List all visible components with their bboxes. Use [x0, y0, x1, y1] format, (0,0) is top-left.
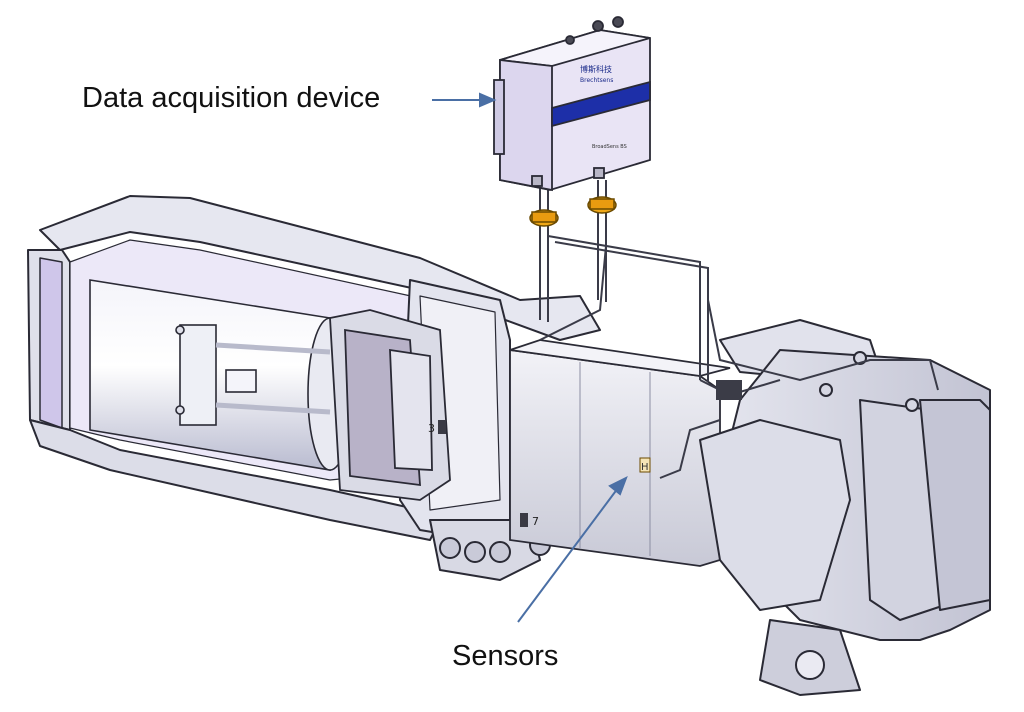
device-logo-cn: 博斯科技 — [580, 64, 612, 74]
device-model: BroadSens BS — [592, 144, 627, 150]
right-housing — [699, 319, 991, 696]
sensor-marker-3 — [438, 420, 446, 434]
sensor-label-7: 7 — [532, 515, 539, 528]
device-label: Data acquisition device — [82, 82, 381, 114]
data-acquisition-device — [493, 16, 651, 192]
junction-box — [716, 380, 742, 400]
device-stripe — [551, 80, 651, 128]
sensor-label-h: H — [641, 462, 649, 473]
sensors-arrow-head — [608, 475, 628, 496]
cable-clamps — [529, 196, 617, 227]
device-arrow-head — [479, 92, 497, 108]
sensor-markers: H 3 7 — [428, 380, 742, 528]
sensors-label: Sensors — [452, 640, 559, 672]
sensor-label-3: 3 — [428, 422, 435, 435]
device-logo-en: Brechtsens — [580, 77, 613, 84]
sensor-marker-h — [639, 457, 651, 473]
center-beam — [509, 339, 731, 567]
sensors-arrow-line — [517, 487, 619, 623]
mounting-block — [329, 309, 451, 501]
sensor-marker-7 — [520, 513, 528, 527]
callout-arrows — [432, 92, 628, 623]
